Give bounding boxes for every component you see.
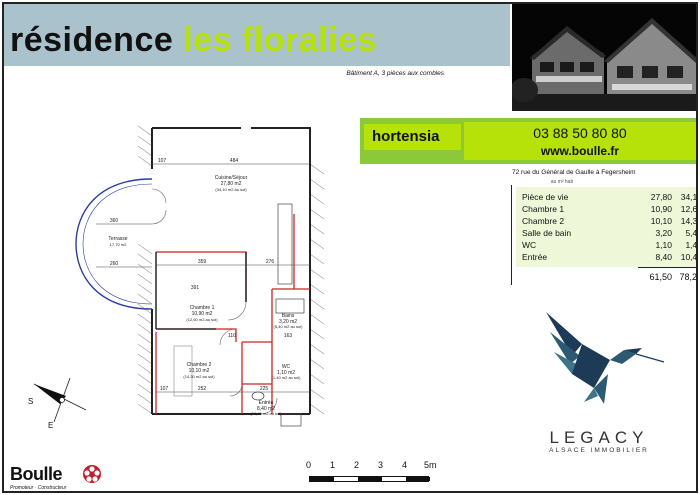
room-area-entree: 8,40 m2 [257, 406, 275, 412]
dimension-label: 107 [160, 386, 169, 392]
dimension-label: 360 [110, 218, 119, 224]
room-floor-entree: (10,40 m2 au sol) [250, 411, 282, 416]
scale-segment [310, 477, 334, 481]
dimension-label: 484 [230, 158, 239, 164]
room-floor-area: 12,60 [680, 204, 698, 214]
room-label-entree: Entrée [259, 400, 274, 406]
surface-table-body: Pièce de vie 27,80 34,10 Chambre 1 10,90… [516, 187, 696, 267]
room-area-terrasse: 17,70 m2 [110, 242, 127, 247]
room-name: Pièce de vie [522, 192, 569, 202]
compass-label-south: S [28, 397, 33, 406]
scale-bar [309, 476, 430, 482]
programme-name: hortensia [364, 124, 461, 150]
room-hab-area: 8,40 [655, 252, 672, 262]
room-area-chambre2: 10,10 m2 [189, 368, 210, 374]
room-label-bains: Bains [282, 313, 295, 319]
dimension-label: 225 [260, 386, 269, 392]
total-divider [638, 267, 696, 268]
room-name: Entrée [522, 252, 548, 262]
compass-rose-icon: S E [28, 377, 87, 430]
room-label-sejour: Cuisine/Séjour [215, 175, 248, 181]
room-hab-area: 10,10 [650, 216, 672, 226]
room-hab-area: 27,80 [650, 192, 672, 202]
total-floor-area: 78,20 [679, 272, 697, 282]
room-floor-sejour: (34,10 m2 au sol) [215, 187, 247, 192]
room-label-wc: WC [282, 364, 291, 370]
total-hab-area: 61,50 [649, 272, 672, 282]
table-row: WC 1,10 1,40 [522, 239, 696, 251]
room-name: WC [522, 240, 537, 250]
building-photo [512, 4, 696, 111]
table-row: Salle de bain 3,20 5,40 [522, 227, 696, 239]
dimension-label: 163 [284, 333, 293, 339]
legacy-subtitle: ALSACE IMMOBILIER [549, 447, 649, 454]
website-link[interactable]: www.boulle.fr [540, 144, 620, 158]
scale-segment [358, 477, 382, 481]
scale-label: 5m [424, 460, 437, 470]
boulle-flower-icon [83, 465, 101, 483]
table-row: Pièce de vie 27,80 34,10 [522, 191, 696, 203]
room-area-chambre1: 10,90 m2 [192, 311, 213, 317]
dimension-label: 260 [110, 261, 119, 267]
legacy-name: LEGACY [549, 428, 649, 447]
phone-number[interactable]: 03 88 50 80 80 [533, 125, 627, 141]
room-floor-chambre2: (14,30 m2 au sol) [183, 374, 215, 379]
scale-labels: 0 1 2 3 4 5m [304, 460, 444, 474]
room-label-terrasse: Terrasse [108, 236, 127, 242]
room-hab-area: 1,10 [655, 240, 672, 250]
title-word-floralies: les floralies [183, 21, 377, 59]
scale-label: 1 [330, 460, 336, 470]
scale-segment [334, 477, 358, 481]
dimension-label: 391 [191, 285, 200, 291]
table-row: Entrée 8,40 10,40 [522, 251, 696, 263]
room-area-bains: 3,20 m2 [279, 319, 297, 325]
table-row: Chambre 1 10,90 12,60 [522, 203, 696, 215]
table-row: Chambre 2 10,10 14,30 [522, 215, 696, 227]
scale-label: 2 [354, 460, 360, 470]
room-hab-area: 10,90 [650, 204, 672, 214]
dimension-label: 110 [228, 333, 236, 339]
room-hab-area: 3,20 [655, 228, 672, 238]
room-floor-wc: (1,40 m2 au sol) [272, 375, 302, 380]
room-name: Salle de bain [522, 228, 572, 238]
boulle-logo: Boulle [10, 464, 63, 484]
title-word-residence: résidence [10, 21, 174, 59]
boulle-tagline: Promoteur · Constructeur [10, 485, 67, 491]
room-floor-chambre1: (12,60 m2 au sol) [186, 317, 218, 322]
programme-address: 72 rue du Général de Gaulle à Fegersheim [512, 169, 636, 176]
scale-label: 4 [402, 460, 408, 470]
scale-segment [382, 477, 406, 481]
dimension-label: 107 [158, 158, 167, 164]
dimension-label: 359 [198, 259, 207, 265]
unit-label: au m² hab [542, 179, 582, 185]
room-floor-area: 1,40 [685, 240, 698, 250]
dimension-label: 276 [266, 259, 275, 265]
building-subtitle: Bâtiment A, 3 pièces aux combles [346, 70, 444, 77]
compass-label-east: E [48, 421, 53, 430]
residence-title: résidence les floralies [10, 20, 377, 60]
programme-bar: hortensia 03 88 50 80 80 www.boulle.fr [360, 118, 696, 164]
scale-label: 3 [378, 460, 384, 470]
scale-label: 0 [306, 460, 312, 470]
title-band: résidence les floralies [4, 4, 510, 66]
room-label-chambre1: Chambre 1 [190, 305, 215, 311]
contact-box: 03 88 50 80 80 www.boulle.fr [464, 122, 696, 160]
surface-table: au m² hab Pièce de vie 27,80 34,10 Chamb… [511, 179, 697, 285]
dimension-label: 252 [198, 386, 207, 392]
room-floor-area: 10,40 [680, 252, 698, 262]
room-label-chambre2: Chambre 2 [187, 362, 212, 368]
scale-segment [406, 477, 430, 481]
legacy-bird-logo-icon [546, 312, 665, 404]
floor-plan-drawing: Cuisine/Séjour 27,80 m2 (34,10 m2 au sol… [75, 125, 325, 427]
room-name: Chambre 1 [522, 204, 565, 214]
room-floor-bains: (5,40 m2 au sol) [274, 324, 304, 329]
room-area-sejour: 27,80 m2 [221, 181, 242, 187]
room-area-wc: 1,10 m2 [277, 370, 295, 376]
room-floor-area: 5,40 [685, 228, 698, 238]
room-name: Chambre 2 [522, 216, 565, 226]
room-floor-area: 34,10 [680, 192, 698, 202]
room-floor-area: 14,30 [680, 216, 698, 226]
